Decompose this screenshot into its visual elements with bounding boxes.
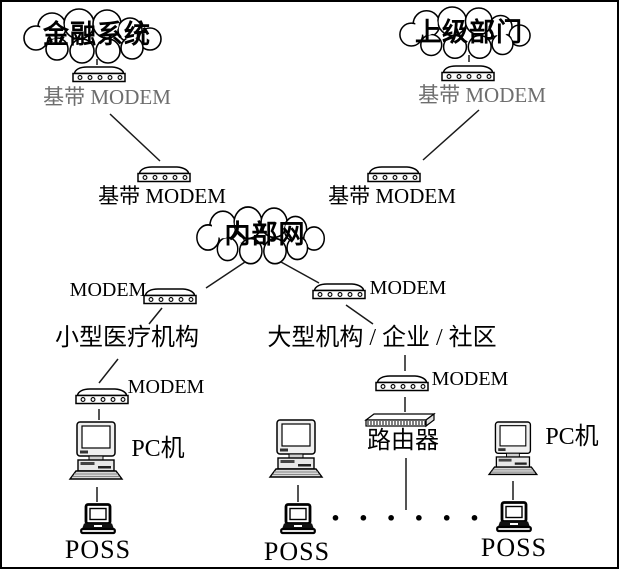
modem-label-large-org: MODEM — [431, 368, 509, 390]
baseband-modem-label-sup-lower: 基带 MODEM — [328, 184, 456, 208]
modem-label-small-org: MODEM — [127, 376, 205, 398]
modem-icon-right-branch — [312, 283, 366, 300]
modem-label-right-branch: MODEM — [369, 277, 447, 299]
modem-icon-financial-upper — [72, 66, 126, 83]
pc-icon-left — [69, 421, 123, 480]
cloud-financial-label: 金融系统 — [42, 20, 152, 49]
pc-label-left: PC机 — [131, 436, 185, 462]
ellipsis-dots: • • • • • • — [330, 509, 486, 528]
baseband-modem-label-fin-lower: 基带 MODEM — [98, 184, 226, 208]
pc-icon-right — [488, 421, 538, 476]
connector-lines — [96, 55, 514, 510]
modem-icon-financial-lower — [137, 166, 191, 183]
baseband-modem-label-sup-upper: 基带 MODEM — [418, 83, 546, 107]
poss-label-left: POSS — [64, 535, 132, 564]
poss-terminal-icon-right — [495, 501, 533, 533]
modem-icon-left-branch — [143, 288, 197, 305]
baseband-modem-label-fin-upper: 基带 MODEM — [43, 85, 171, 109]
modem-icon-small-org — [75, 388, 129, 405]
cloud-superior-label: 上级部门 — [414, 18, 524, 47]
poss-label-middle: POSS — [263, 537, 331, 566]
pc-label-right: PC机 — [545, 424, 599, 450]
modem-label-left-branch: MODEM — [69, 279, 147, 301]
poss-label-right: POSS — [480, 533, 548, 562]
poss-terminal-icon-middle — [279, 503, 317, 535]
router-icon — [365, 413, 435, 427]
cloud-internal-label: 内部网 — [224, 220, 306, 249]
modem-icon-large-org — [375, 375, 429, 392]
modem-icon-superior-upper — [441, 65, 495, 82]
large-org-label: 大型机构 / 企业 / 社区 — [267, 325, 497, 351]
small-org-label: 小型医疗机构 — [55, 325, 199, 351]
pc-icon-middle — [269, 419, 323, 478]
modem-icon-superior-lower — [367, 166, 421, 183]
poss-terminal-icon-left — [79, 503, 117, 535]
router-label: 路由器 — [367, 428, 439, 454]
